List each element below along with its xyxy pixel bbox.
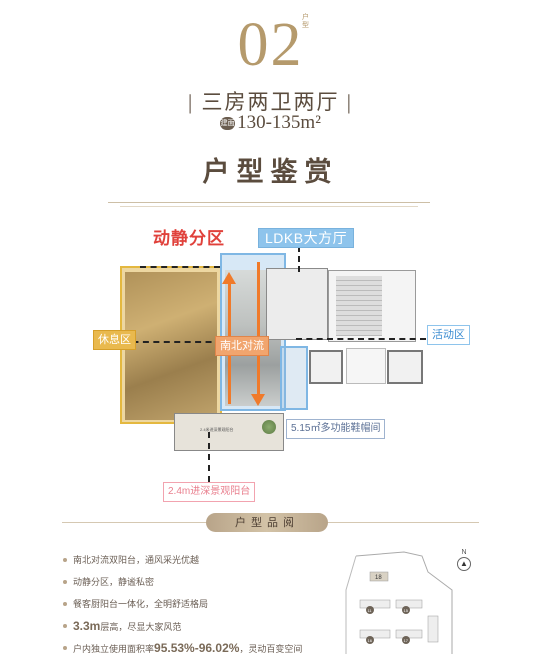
compass-label: N: [461, 549, 467, 556]
active-tag: 活动区: [427, 325, 470, 345]
zone-title: 动静分区: [153, 229, 225, 248]
feature-item: 户内独立使用面积率95.53%-96.02%，灵动百变空间: [63, 642, 343, 659]
feature-text: 餐客厨阳台一体化，全明舒适格局: [73, 599, 209, 609]
feature-list: 南北对流双阳台，通风采光优越 动静分区，静谧私密 餐客厨阳台一体化，全明舒适格局…: [63, 554, 343, 659]
divider-line-left: [62, 522, 224, 523]
leader-line-rest: [122, 341, 222, 343]
divider-line-right: [317, 522, 479, 523]
feature-text: 户内独立使用面积率: [73, 644, 155, 654]
airflow-arrow-down-head: [251, 394, 265, 406]
section-title: 户型鉴赏: [202, 157, 339, 187]
area-value: 130-135m²: [237, 112, 321, 133]
plant-icon: [262, 420, 276, 434]
leader-line-ldkb: [298, 246, 300, 272]
layout-number: 02: [237, 11, 304, 79]
title-rule: [108, 202, 430, 208]
kitchen-floorplan: [266, 268, 328, 340]
feature-item: 南北对流双阳台，通风采光优越: [63, 554, 343, 576]
shoe-room-area: [280, 346, 308, 410]
leader-line-top: [140, 266, 220, 268]
building-tag: 15: [404, 608, 409, 613]
compass-icon: ▲: [457, 557, 471, 571]
bedrooms-floorplan: [125, 272, 217, 420]
feature-item: 动静分区，静谧私密: [63, 576, 343, 598]
feature-text: 动静分区，静谧私密: [73, 577, 155, 587]
elevator-lobby: [346, 348, 386, 384]
feature-text: 层高，尽显大家风范: [100, 622, 182, 632]
building-tag: 18: [375, 575, 382, 581]
stairwell: [336, 276, 382, 336]
feature-item: 餐客厨阳台一体化，全明舒适格局: [63, 598, 343, 620]
airflow-arrow-up-head: [222, 272, 236, 284]
elevator-right: [387, 350, 423, 384]
area-badge-icon: 建面: [220, 117, 236, 130]
section-pill-label: 户型品阅: [235, 517, 299, 529]
building-tag: 17: [404, 638, 409, 643]
building-tag: 11: [368, 608, 373, 613]
airflow-arrow-down: [257, 262, 260, 394]
section-pill: 户型品阅: [206, 513, 328, 532]
rest-tag: 休息区: [93, 330, 136, 350]
building-tag: 16: [368, 638, 373, 643]
feature-text: 南北对流双阳台，通风采光优越: [73, 555, 200, 565]
layout-name: | 三房两卫两厅 |: [188, 90, 353, 114]
leader-line-balcony: [208, 432, 210, 482]
feature-ratio-value: 95.53%-96.02%: [154, 641, 240, 655]
feature-text: ，灵动百变空间: [239, 644, 303, 654]
feature-item: 3.3m层高，尽显大家风范: [63, 620, 343, 642]
ldkb-tag: LDKB大方厅: [258, 228, 355, 248]
balcony-inner-label: 2.4米进深景观阳台: [200, 427, 234, 432]
balcony-tag: 2.4m进深景观阳台: [163, 482, 256, 502]
shoe-room-tag: 5.15㎡多功能鞋帽间: [286, 419, 386, 439]
elevator-left: [309, 350, 343, 384]
site-map: 18 11 15 16 17: [345, 551, 453, 654]
feature-height-value: 3.3m: [73, 619, 101, 633]
leader-line-active: [296, 338, 426, 340]
layout-number-label: 户型: [302, 14, 309, 29]
airflow-tag: 南北对流: [215, 336, 269, 356]
